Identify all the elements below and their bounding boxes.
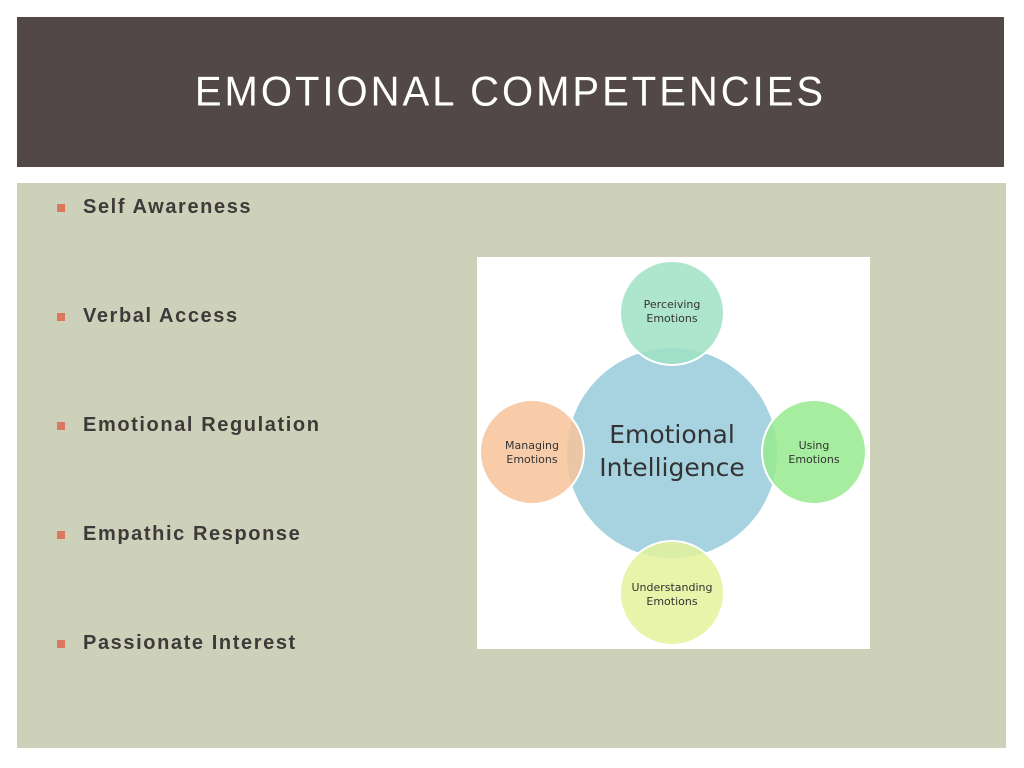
bullet-item-verbal-access: Verbal Access bbox=[57, 302, 321, 411]
left-circle bbox=[479, 399, 585, 505]
right-circle bbox=[761, 399, 867, 505]
center-circle bbox=[567, 348, 777, 558]
bullet-label: Emotional Regulation bbox=[83, 414, 321, 436]
bullet-item-emotional-regulation: Emotional Regulation bbox=[57, 411, 321, 520]
bullet-label: Self Awareness bbox=[83, 196, 253, 218]
square-bullet-icon bbox=[57, 313, 65, 321]
bullet-item-passionate-interest: Passionate Interest bbox=[57, 629, 321, 738]
left-label-line2: Emotions bbox=[506, 453, 557, 466]
bottom-label-line2: Emotions bbox=[646, 595, 697, 608]
diagram-svg: Emotional Intelligence Perceiving Emotio… bbox=[479, 260, 867, 646]
center-label-line2: Intelligence bbox=[599, 453, 744, 482]
square-bullet-icon bbox=[57, 640, 65, 648]
square-bullet-icon bbox=[57, 531, 65, 539]
bottom-label-line1: Understanding bbox=[631, 581, 712, 594]
bullet-item-self-awareness: Self Awareness bbox=[57, 193, 321, 302]
right-label-line2: Emotions bbox=[788, 453, 839, 466]
bullet-item-empathic-response: Empathic Response bbox=[57, 520, 321, 629]
bottom-circle bbox=[619, 540, 725, 646]
top-label-line1: Perceiving bbox=[644, 298, 701, 311]
center-label-line1: Emotional bbox=[609, 420, 735, 449]
title-band: EMOTIONAL COMPETENCIES bbox=[17, 17, 1004, 167]
top-circle bbox=[619, 260, 725, 366]
bullet-label: Passionate Interest bbox=[83, 632, 297, 654]
left-label-line1: Managing bbox=[505, 439, 559, 452]
bullet-label: Empathic Response bbox=[83, 523, 302, 545]
slide-title: EMOTIONAL COMPETENCIES bbox=[194, 68, 827, 115]
right-label-line1: Using bbox=[799, 439, 830, 452]
top-label-line2: Emotions bbox=[646, 312, 697, 325]
square-bullet-icon bbox=[57, 422, 65, 430]
bullet-list: Self Awareness Verbal Access Emotional R… bbox=[57, 193, 321, 738]
emotional-intelligence-diagram: Emotional Intelligence Perceiving Emotio… bbox=[477, 257, 870, 649]
bullet-label: Verbal Access bbox=[83, 305, 239, 327]
square-bullet-icon bbox=[57, 204, 65, 212]
